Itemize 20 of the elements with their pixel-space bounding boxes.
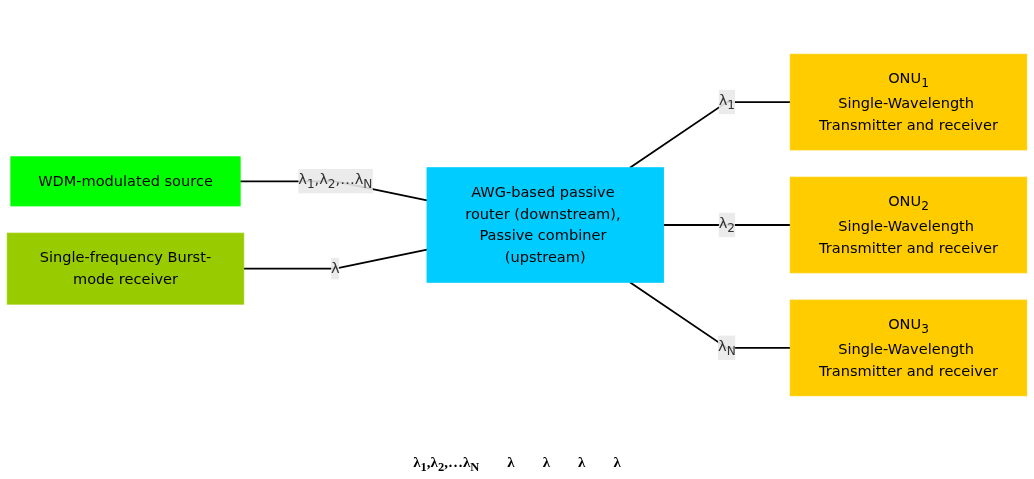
edge-label: λ — [331, 259, 340, 277]
node-box: WDM-modulated source — [10, 156, 241, 207]
wavelength-label: λ$_{1}$,λ$_{2}$,…λ$_{N}$ — [413, 454, 480, 475]
connector — [242, 248, 428, 270]
node-box: ONU$_{2}$ Single-Wavelength Transmitter and receiver — [789, 176, 1028, 274]
wavelength-label: λ — [542, 454, 551, 472]
edge-label: λ$_{1}$ — [718, 91, 736, 112]
edge-label: λ$_{2}$ — [718, 214, 736, 235]
node-box: AWG-based passive router (downstream), Passive combiner (upstream) — [426, 167, 664, 283]
wavelength-label: λ — [507, 454, 515, 472]
edge-label: λ$_{1}$,λ$_{2}$,…λ$_{N}$ — [298, 170, 373, 191]
connector — [662, 224, 792, 226]
node-box: ONU$_{1}$ Single-Wavelength Transmitter and receiver — [789, 53, 1028, 151]
node-box: ONU$_{3}$ Single-Wavelength Transmitter and receiver — [789, 299, 1028, 397]
connector — [629, 101, 792, 169]
edge-label: λ$_{N}$ — [718, 337, 736, 358]
node-box: Single-frequency Burst-mode receiver — [6, 232, 245, 305]
wavelength-label: λ — [613, 454, 621, 472]
connector — [629, 281, 792, 349]
wavelength-label: λ — [578, 454, 586, 472]
